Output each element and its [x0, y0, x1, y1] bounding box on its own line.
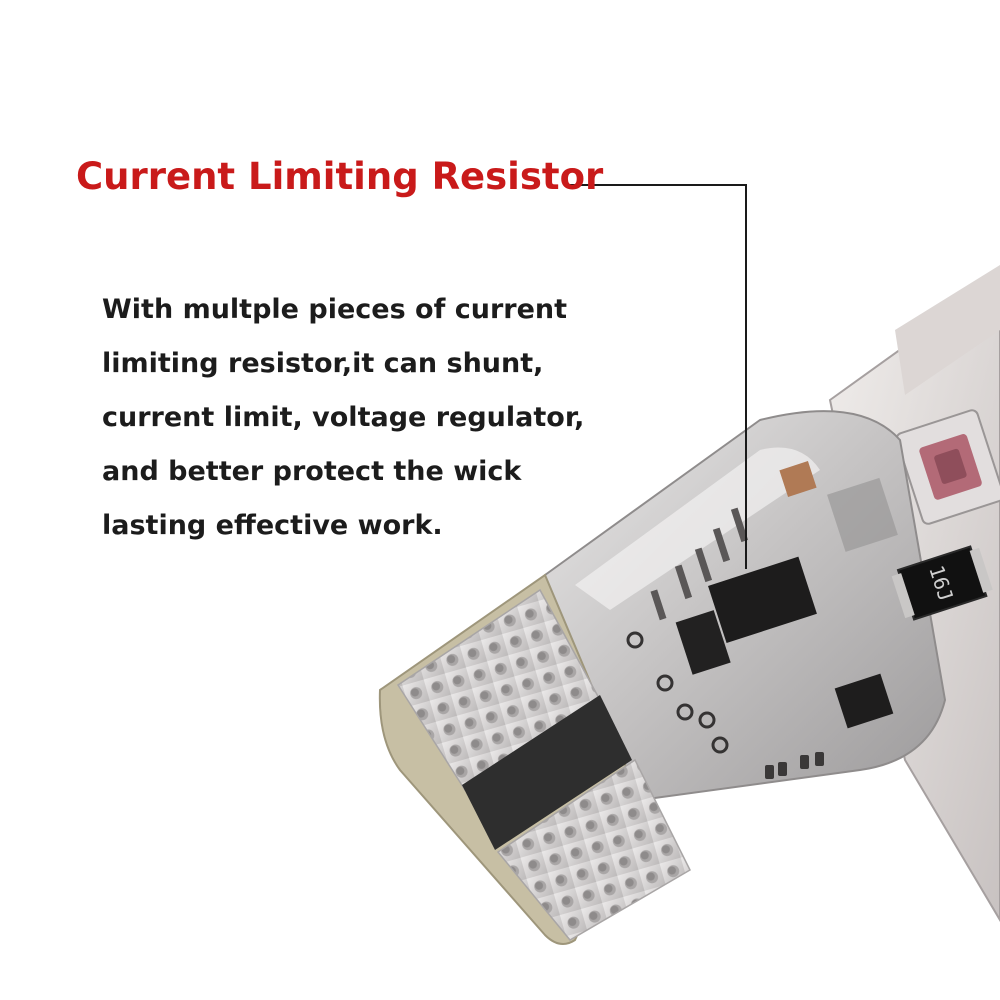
- leader-line-horizontal: [568, 184, 747, 186]
- dome-rib: [895, 265, 1000, 395]
- smd-components: 16J: [626, 461, 993, 779]
- housing-highlight: [575, 447, 820, 610]
- description-line: lasting effective work.: [102, 510, 443, 541]
- leader-line-vertical: [745, 184, 747, 569]
- description-line: and better protect the wick: [102, 456, 522, 487]
- callout-title: Current Limiting Resistor: [76, 155, 604, 198]
- callout-description: With multple pieces of current limiting …: [102, 283, 602, 553]
- led-chip: [895, 409, 1000, 525]
- description-line: With multple pieces of current: [102, 294, 568, 325]
- contact-pad-bottom: [496, 758, 691, 941]
- contact-band: [462, 695, 632, 850]
- description-line: current limit, voltage regulator,: [102, 402, 585, 433]
- description-line: limiting resistor,it can shunt,: [102, 348, 544, 379]
